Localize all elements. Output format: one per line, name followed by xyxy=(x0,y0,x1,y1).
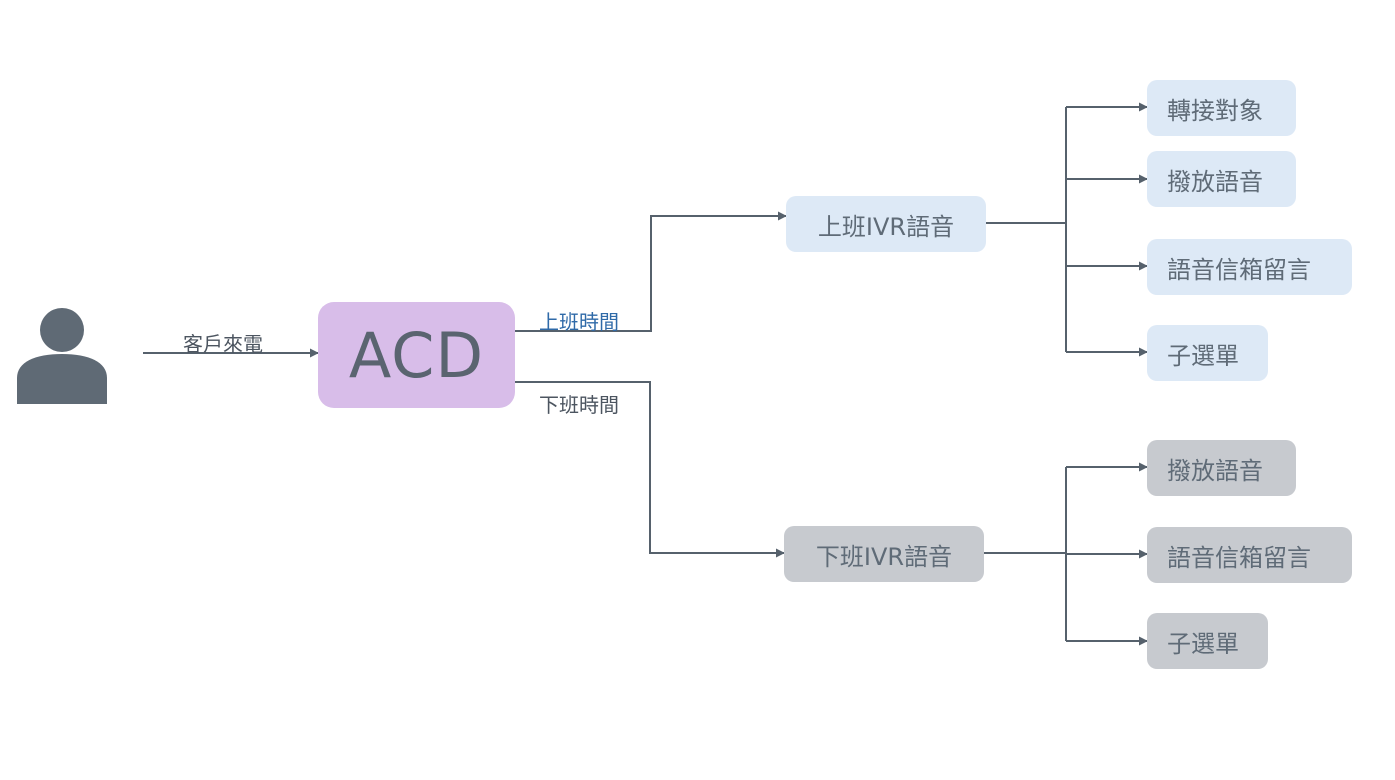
person-icon xyxy=(17,308,107,404)
work-ivr-node[interactable]: 上班IVR語音 xyxy=(786,196,986,252)
work-option-transfer[interactable]: 轉接對象 xyxy=(1147,80,1296,136)
edge-acd-to-off-ivr xyxy=(515,381,785,558)
acd-node[interactable]: ACD xyxy=(318,302,515,408)
off-option-play-audio[interactable]: 撥放語音 xyxy=(1147,440,1296,496)
work-option-play-audio[interactable]: 撥放語音 xyxy=(1147,151,1296,207)
work-option-submenu[interactable]: 子選單 xyxy=(1147,325,1268,381)
edge-label-off-hours: 下班時間 xyxy=(539,393,619,417)
edge-label-incoming-call: 客戶來電 xyxy=(183,332,263,356)
off-ivr-node[interactable]: 下班IVR語音 xyxy=(784,526,984,582)
edge-label-work-hours: 上班時間 xyxy=(539,310,619,334)
off-option-voicemail[interactable]: 語音信箱留言 xyxy=(1147,527,1352,583)
edge-acd-to-work-ivr xyxy=(515,211,787,332)
work-option-voicemail[interactable]: 語音信箱留言 xyxy=(1147,239,1352,295)
off-option-submenu[interactable]: 子選單 xyxy=(1147,613,1268,669)
